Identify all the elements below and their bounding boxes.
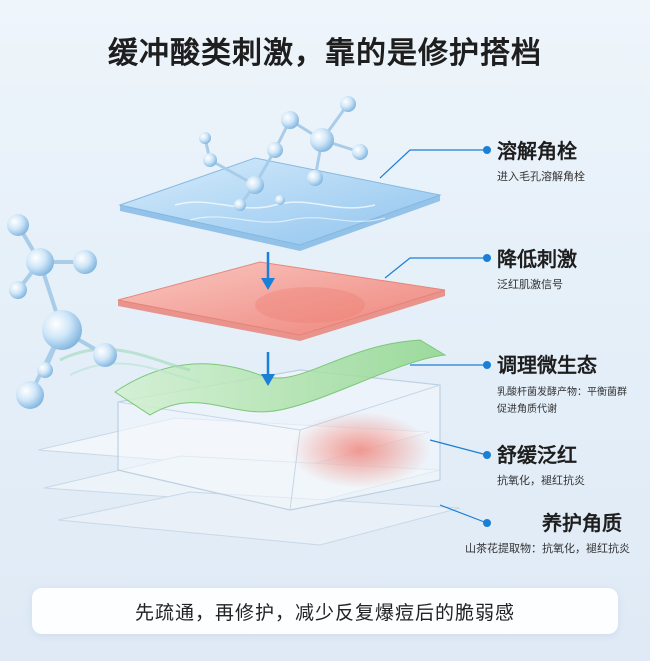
atom-icons-left	[7, 214, 117, 409]
layer-label-soothe: 舒缓泛红 抗氧化，褪红抗炎	[497, 442, 585, 489]
layer-label-reduce: 降低刺激 泛红肌激信号	[497, 246, 577, 293]
layer-description: 山茶花提取物：抗氧化，褪红抗炎	[465, 542, 630, 555]
layer-description: 进入毛孔溶解角栓	[497, 170, 585, 183]
red-layer	[117, 261, 446, 341]
footer-text: 先疏通，再修护，减少反复爆痘后的脆弱感	[134, 601, 515, 624]
bullet-dot-2	[483, 254, 491, 262]
atom-icons-top	[199, 96, 368, 211]
redness-glow	[290, 412, 430, 488]
layer-label-dissolve: 溶解角栓 进入毛孔溶解角栓	[497, 138, 585, 185]
page-title: 缓冲酸类刺激，靠的是修护搭档	[108, 36, 542, 71]
layer-heading: 降低刺激	[497, 247, 577, 271]
molecule-icon-left	[16, 223, 107, 396]
footer-banner: 先疏通，再修护，减少反复爆痘后的脆弱感	[32, 588, 618, 634]
layer-description: 乳酸杆菌发酵产物：平衡菌群	[497, 387, 627, 398]
bullet-dot-5	[483, 519, 491, 527]
layer-heading: 调理微生态	[497, 353, 597, 377]
bullet-dot-4	[483, 451, 491, 459]
layer-description: 促进角质代谢	[497, 404, 557, 415]
clear-box	[117, 369, 441, 511]
green-layer	[59, 339, 447, 416]
layer-heading: 养护角质	[542, 511, 622, 535]
leader-lines	[379, 149, 488, 524]
layer-description: 抗氧化，褪红抗炎	[497, 474, 585, 487]
layer-heading: 舒缓泛红	[497, 443, 577, 467]
layer-heading: 溶解角栓	[497, 139, 577, 163]
bullet-dot-1	[483, 146, 491, 154]
layer-description: 泛红肌激信号	[497, 278, 563, 291]
arrow-down-icon-2	[261, 352, 275, 386]
layer-label-microbiome: 调理微生态 乳酸杆菌发酵产物：平衡菌群 促进角质代谢	[497, 352, 627, 418]
bullet-dot-3	[483, 361, 491, 369]
arrow-down-icon-1	[261, 252, 275, 290]
layer-label-nourish: 养护角质 山茶花提取物：抗氧化，褪红抗炎	[465, 510, 630, 557]
